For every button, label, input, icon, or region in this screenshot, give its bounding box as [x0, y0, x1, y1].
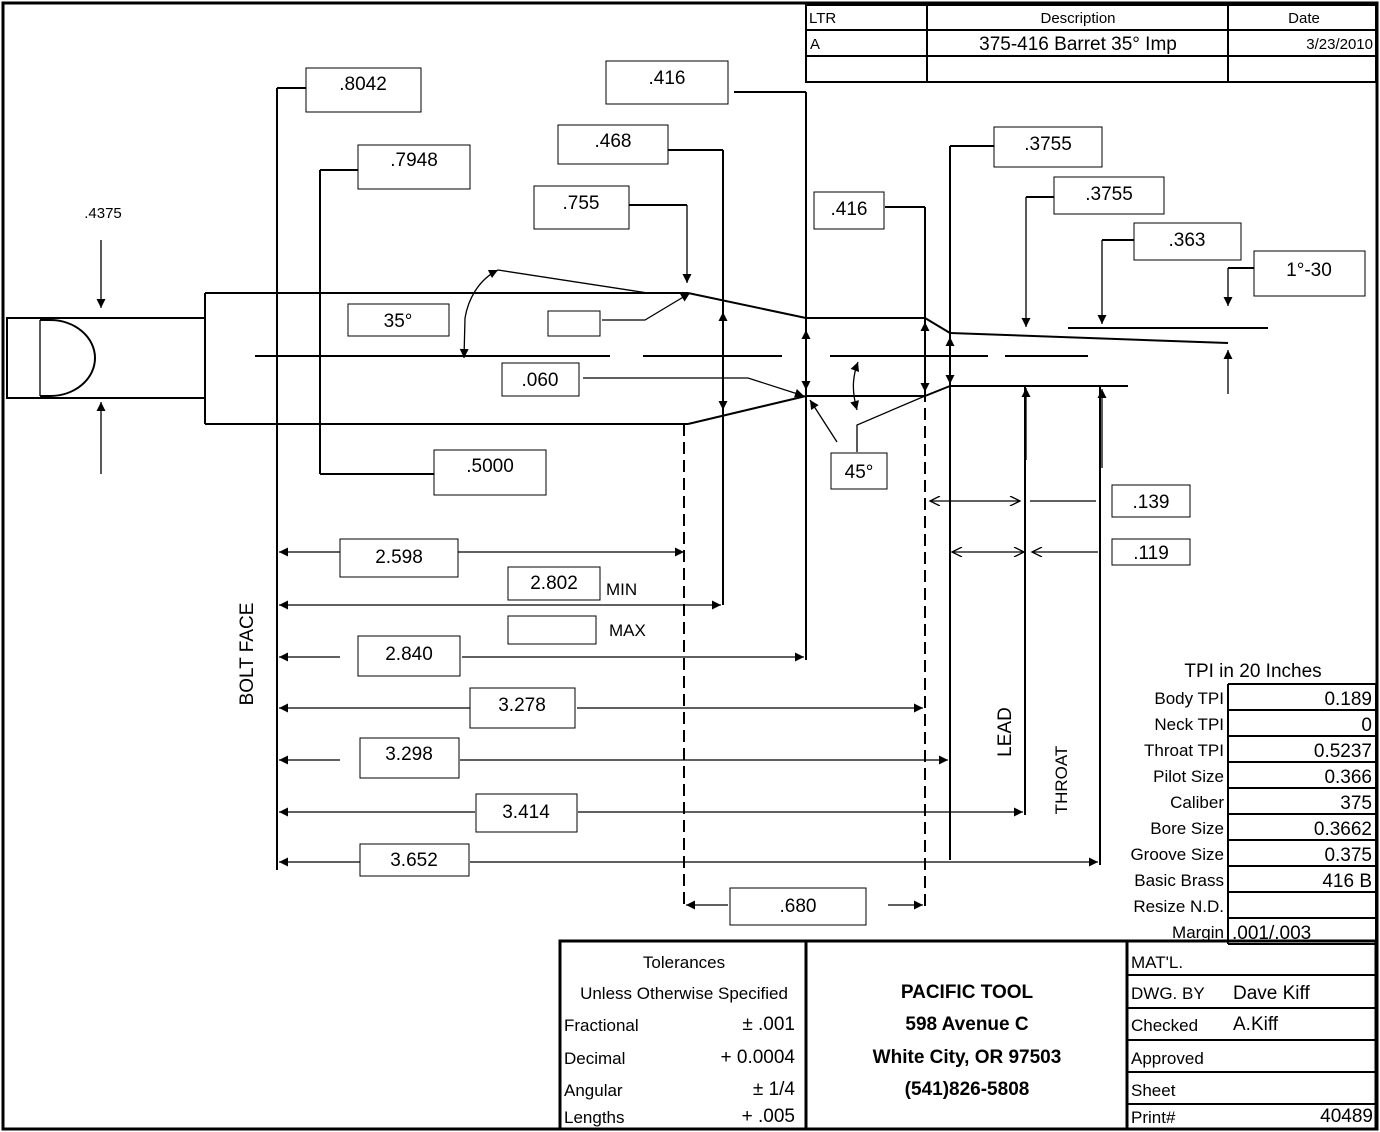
- tpi-row-label: Caliber: [1170, 793, 1224, 812]
- company-name: PACIFIC TOOL: [901, 982, 1034, 1003]
- tpi-row-label: Throat TPI: [1144, 741, 1224, 760]
- len-3278: 3.278: [498, 695, 546, 716]
- len-3652: 3.652: [390, 850, 438, 871]
- tolerance-label: Lengths: [564, 1108, 625, 1127]
- tpi-row-value: 0: [1361, 715, 1372, 736]
- tpi-row-label: Margin: [1172, 923, 1224, 942]
- rev-header-date: Date: [1288, 10, 1320, 27]
- company-phone: (541)826-5808: [905, 1079, 1030, 1100]
- len-min-label: MIN: [606, 580, 637, 599]
- dim-45-deg: 45°: [845, 462, 874, 483]
- dwg-by-label: DWG. BY: [1131, 984, 1205, 1003]
- tolerance-value: + 0.0004: [721, 1047, 796, 1068]
- tpi-row-value: 0.189: [1324, 689, 1372, 710]
- tpi-row-label: Resize N.D.: [1133, 897, 1224, 916]
- tolerance-label: Angular: [564, 1081, 623, 1100]
- revision-block: LTR Description Date A 375-416 Barret 35…: [805, 4, 1377, 83]
- company-city: White City, OR 97503: [873, 1047, 1062, 1068]
- tpi-row-value: 0.375: [1324, 845, 1372, 866]
- tolerances-subtitle: Unless Otherwise Specified: [580, 984, 788, 1003]
- matl-label: MAT'L.: [1131, 953, 1183, 972]
- company-street: 598 Avenue C: [905, 1014, 1028, 1035]
- tpi-row-value: 416 B: [1322, 871, 1372, 892]
- len-2840: 2.840: [385, 644, 433, 665]
- tolerance-label: Decimal: [564, 1049, 625, 1068]
- lead-label: LEAD: [995, 707, 1016, 757]
- tpi-row-value: 0.5237: [1314, 741, 1372, 762]
- dim-755: .755: [563, 193, 600, 214]
- dim-3755-b: .3755: [1085, 184, 1133, 205]
- tpi-row-label: Bore Size: [1150, 819, 1224, 838]
- tolerance-label: Fractional: [564, 1016, 639, 1035]
- rev-header-description: Description: [1040, 10, 1115, 27]
- dimension-leaders: [96, 87, 1254, 910]
- len-2598: 2.598: [375, 547, 423, 568]
- approved-label: Approved: [1131, 1049, 1204, 1068]
- dim-363: .363: [1169, 230, 1206, 251]
- len-3414: 3.414: [502, 802, 550, 823]
- dim-35-deg: 35°: [384, 311, 413, 332]
- dim-5000: .5000: [466, 456, 514, 477]
- dim-416-mid: .416: [831, 199, 868, 220]
- len-2802: 2.802: [530, 573, 578, 594]
- sheet-label: Sheet: [1131, 1081, 1176, 1100]
- tolerance-value: ± .001: [742, 1014, 795, 1035]
- checked-label: Checked: [1131, 1016, 1198, 1035]
- print-value: 40489: [1320, 1106, 1373, 1127]
- dim-7948: .7948: [390, 150, 438, 171]
- dwg-by-value: Dave Kiff: [1233, 983, 1310, 1004]
- dim-4375: .4375: [84, 205, 122, 222]
- dim-680: .680: [780, 896, 817, 917]
- tpi-title: TPI in 20 Inches: [1184, 661, 1321, 682]
- tpi-row-label: Groove Size: [1130, 845, 1224, 864]
- dim-468: .468: [595, 131, 632, 152]
- rev-header-ltr: LTR: [809, 10, 836, 27]
- rev-description: 375-416 Barret 35° Imp: [979, 34, 1177, 55]
- dim-3755-a: .3755: [1024, 134, 1072, 155]
- tpi-row-label: Pilot Size: [1153, 767, 1224, 786]
- tolerance-value: ± 1/4: [753, 1079, 796, 1100]
- tolerance-value: + .005: [742, 1106, 795, 1127]
- tpi-row-value: .001/.003: [1232, 923, 1311, 944]
- title-block: Tolerances Unless Otherwise Specified Fr…: [558, 939, 1378, 1131]
- dimension-texts: .4375 .8042 .7948 .416 .468 .755 .416 .3…: [84, 68, 1332, 917]
- tpi-row-label: Neck TPI: [1154, 715, 1224, 734]
- rev-ltr: A: [810, 36, 820, 53]
- tpi-row-value: 0.366: [1324, 767, 1372, 788]
- dim-8042: .8042: [339, 74, 387, 95]
- bolt-face-label: BOLT FACE: [237, 603, 258, 706]
- tpi-row-value: 0.3662: [1314, 819, 1372, 840]
- dimension-boxes: [305, 60, 1366, 926]
- dim-1-30: 1°-30: [1286, 260, 1332, 281]
- tolerances-title: Tolerances: [643, 953, 725, 972]
- tpi-row-label: Basic Brass: [1134, 871, 1224, 890]
- len-max-label: MAX: [609, 621, 646, 640]
- throat-label: THROAT: [1052, 746, 1071, 815]
- len-3298: 3.298: [385, 744, 433, 765]
- tpi-row-value: 375: [1340, 793, 1372, 814]
- dim-139: .139: [1133, 492, 1170, 513]
- tpi-row-label: Body TPI: [1154, 689, 1224, 708]
- rev-date: 3/23/2010: [1306, 36, 1373, 53]
- print-label: Print#: [1131, 1108, 1176, 1127]
- dim-060: .060: [522, 370, 559, 391]
- checked-value: A.Kiff: [1233, 1014, 1279, 1035]
- dim-119: .119: [1133, 543, 1169, 564]
- dim-416-top: .416: [649, 68, 686, 89]
